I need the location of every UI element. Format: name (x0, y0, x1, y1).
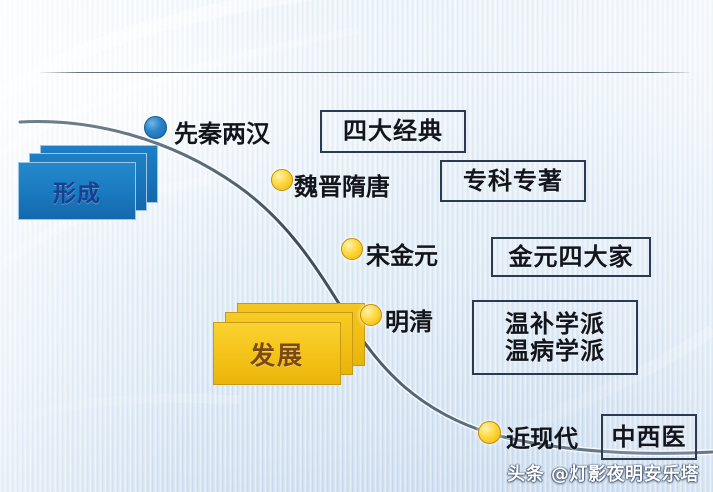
achievement-box-zhongxiyi-line-1: 中西医 (611, 422, 687, 451)
achievement-box-zhuankezhuzhu[interactable]: 专科专著 (440, 160, 586, 202)
timeline-dot-weijin-suitang[interactable] (271, 169, 293, 191)
achievement-box-sidajingdian[interactable]: 四大经典 (320, 110, 466, 153)
achievement-box-wenxuepai-line-2: 温病学派 (505, 336, 605, 365)
era-label-ming-qing: 明清 (385, 308, 433, 336)
timeline-dot-ming-qing[interactable] (360, 304, 382, 326)
stage-card-development-label: 发展 (249, 340, 304, 370)
card-sheet-front (18, 162, 136, 220)
card-sheet-front (213, 322, 341, 385)
achievement-box-zhongxiyi[interactable]: 中西医 (601, 414, 697, 460)
achievement-box-wenxuepai-line-1: 温补学派 (505, 309, 605, 338)
achievement-box-sidajingdian-line-1: 四大经典 (343, 117, 443, 146)
watermark-text: 头条 @灯影夜明安乐塔 (507, 464, 699, 485)
era-label-song-jin-yuan: 宋金元 (366, 242, 438, 270)
timeline-dot-jin-xiandai[interactable] (478, 421, 501, 444)
stage-card-formation[interactable]: 形成 (18, 145, 158, 223)
era-label-weijin-suitang: 魏晋隋唐 (294, 173, 390, 201)
achievement-box-wenxuepai[interactable]: 温补学派 温病学派 (472, 300, 638, 375)
timeline-dot-song-jin-yuan[interactable] (341, 238, 363, 260)
era-label-xianqin-lianghan: 先秦两汉 (174, 120, 270, 148)
timeline-dot-xianqin-lianghan[interactable] (144, 116, 167, 139)
achievement-box-jinyuansidajia[interactable]: 金元四大家 (491, 237, 651, 277)
stage-card-development[interactable]: 发展 (213, 303, 365, 389)
era-label-jin-xiandai: 近现代 (506, 425, 578, 453)
header-divider-rule (40, 72, 690, 73)
achievement-box-zhuankezhuzhu-line-1: 专科专著 (463, 166, 563, 195)
achievement-box-jinyuansidajia-line-1: 金元四大家 (508, 242, 634, 271)
stage-card-formation-label: 形成 (53, 181, 101, 207)
